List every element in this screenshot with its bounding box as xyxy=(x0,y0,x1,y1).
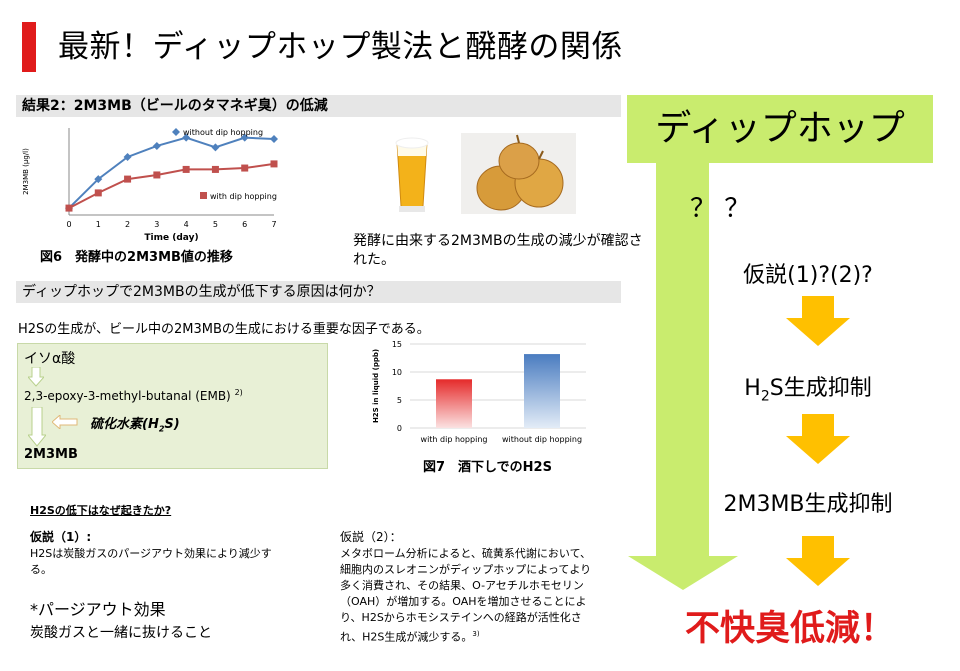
h2s-sub: 2 xyxy=(760,388,770,405)
h2s-statement: H2Sの生成が、ビール中の2M3MBの生成における重要な因子である。 xyxy=(18,322,430,337)
data-point xyxy=(65,204,73,212)
dip-hop-header: ディップホップ xyxy=(655,108,905,149)
x-tick-label: 7 xyxy=(271,220,276,229)
h2s-suppression: H2S生成抑制 xyxy=(688,370,928,404)
down-arrow-icon xyxy=(786,536,850,586)
y-tick-label: 5 xyxy=(397,396,402,405)
reagent-text: 硫化水素(H xyxy=(90,417,159,432)
bar xyxy=(436,379,472,428)
emb-ref: 2) xyxy=(234,388,243,397)
mb-suppression: 2M3MB生成抑制 xyxy=(723,492,893,517)
x-axis-label: Time (day) xyxy=(144,233,198,243)
beer-glass-image xyxy=(395,137,429,212)
h2s-pre: H xyxy=(744,376,761,401)
hypothesis2-body: メタボローム分析によると、硫黄系代謝において、細胞内のスレオニンがディップホップ… xyxy=(340,546,602,646)
section2-heading: ディップホップで2M3MBの生成が低下する原因は何か？ xyxy=(14,281,621,303)
data-point xyxy=(211,143,220,152)
reagent-sub: 2 xyxy=(158,424,165,434)
data-point xyxy=(94,189,102,197)
section1-heading: 結果2：2M3MB（ビールのタマネギ臭）の低減 xyxy=(14,95,621,117)
bar xyxy=(524,354,560,428)
data-point xyxy=(270,135,278,144)
x-tick-label: 3 xyxy=(154,220,159,229)
y-axis-label: 2M3MB (μg/l) xyxy=(22,148,30,195)
legend-marker xyxy=(200,192,207,199)
result-text: 不快臭低減！ xyxy=(684,609,895,649)
data-point xyxy=(270,160,278,168)
down-arrow-icon xyxy=(786,414,850,464)
series-line xyxy=(68,136,275,209)
legend-label: without dip hopping xyxy=(183,128,263,137)
x-tick-label: 5 xyxy=(213,220,218,229)
long-down-arrow-icon xyxy=(28,407,46,447)
y-tick-label: 15 xyxy=(392,340,402,349)
hypothesis2-title: 仮説（2）： xyxy=(340,530,402,544)
x-tick-label: with dip hopping xyxy=(421,435,488,444)
data-point xyxy=(152,141,161,150)
question-marks: ？ ？ xyxy=(690,194,751,224)
hypothesis2-ref: 3) xyxy=(472,630,480,638)
data-point xyxy=(182,165,190,173)
onions-image xyxy=(461,133,576,214)
data-point xyxy=(240,133,249,142)
down-arrow-icon xyxy=(786,296,850,346)
legend-label: with dip hopping xyxy=(210,192,277,201)
purge-body: 炭酸ガスと一緒に抜けること xyxy=(30,625,212,641)
data-point xyxy=(94,175,103,184)
data-point xyxy=(124,175,132,183)
y-axis-label: H2S in liquid (ppb) xyxy=(372,349,380,423)
reagent-end: S) xyxy=(164,417,180,432)
data-point xyxy=(123,153,132,161)
dip-hop-arrow-head xyxy=(628,556,738,590)
x-tick-label: 1 xyxy=(96,220,101,229)
page-title: 最新！ディップホップ製法と醗酵の関係 xyxy=(58,29,623,65)
y-tick-label: 0 xyxy=(397,424,402,433)
purge-title: *パージアウト効果 xyxy=(30,600,166,619)
section3-heading: H2Sの低下はなぜ起きたか? xyxy=(30,504,172,517)
chart1-caption: 図6 発酵中の2M3MB値の推移 xyxy=(40,250,233,265)
x-tick-label: 2 xyxy=(125,220,130,229)
dip-hop-header-box xyxy=(627,95,933,163)
data-point xyxy=(153,171,161,179)
x-tick-label: without dip hopping xyxy=(502,435,582,444)
data-point xyxy=(182,133,191,142)
y-tick-label: 10 xyxy=(392,368,402,377)
hypothesis-label: 仮説(1)?(2)? xyxy=(743,263,873,288)
pathway-step-isoalpha: イソα酸 xyxy=(24,351,76,367)
left-arrow-icon xyxy=(52,415,78,429)
data-point xyxy=(211,165,219,173)
chart2-caption: 図7 酒下しでのH2S xyxy=(423,460,552,475)
series-line xyxy=(68,162,275,209)
legend-marker xyxy=(172,128,180,136)
observation-note: 発酵に由来する2M3MBの生成の減少が確認された。 xyxy=(353,233,643,268)
emb-label: 2,3-epoxy-3-methyl-butanal (EMB) xyxy=(24,389,231,403)
title-accent-bar xyxy=(22,22,36,72)
dip-hop-arrow-stem xyxy=(656,163,709,558)
hypothesis1-title: 仮説（1）: xyxy=(30,530,92,544)
hypothesis2-text: メタボローム分析によると、硫黄系代謝において、細胞内のスレオニンがディップホップ… xyxy=(340,547,592,644)
pathway-step-2m3mb: 2M3MB xyxy=(24,447,78,462)
x-tick-label: 4 xyxy=(184,220,189,229)
down-arrow-icon xyxy=(28,367,44,387)
pathway-step-emb: 2,3-epoxy-3-methyl-butanal (EMB) 2) xyxy=(24,388,243,403)
data-point xyxy=(241,164,249,172)
h2s-post: S生成抑制 xyxy=(769,376,872,401)
x-tick-label: 6 xyxy=(242,220,247,229)
h2s-reagent: 硫化水素(H2S) xyxy=(90,413,180,434)
pathway-box xyxy=(17,343,328,469)
x-tick-label: 0 xyxy=(66,220,71,229)
hypothesis1-body: H2Sは炭酸ガスのパージアウト効果により減少する。 xyxy=(30,547,272,576)
